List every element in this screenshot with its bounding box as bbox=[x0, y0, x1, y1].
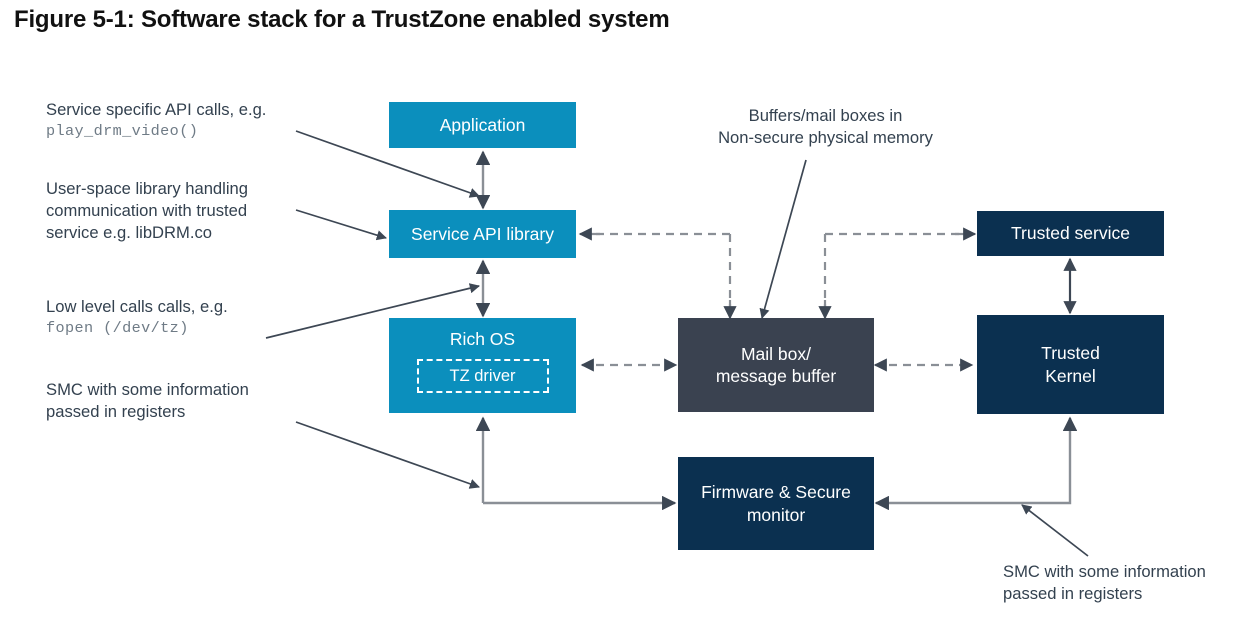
leader-user-space-library bbox=[295, 209, 387, 241]
note-user-space-library-line2: communication with trusted bbox=[46, 200, 248, 220]
note-service-api-calls: Service specific API calls, e.g. play_dr… bbox=[46, 99, 306, 141]
node-mail-box[interactable]: Mail box/ message buffer bbox=[678, 318, 874, 412]
connector-kernel-to-firmware bbox=[874, 416, 1078, 511]
node-rich-os-label: Rich OS bbox=[449, 329, 516, 349]
note-buffers-mailboxes: Buffers/mail boxes in Non-secure physica… bbox=[688, 105, 963, 149]
leader-smc-left bbox=[295, 421, 480, 489]
note-buffers-mailboxes-line2: Non-secure physical memory bbox=[718, 127, 933, 147]
note-service-api-calls-code: play_drm_video() bbox=[46, 121, 199, 140]
node-tz-driver-label: TZ driver bbox=[449, 366, 516, 385]
note-buffers-mailboxes-line1: Buffers/mail boxes in bbox=[748, 106, 903, 125]
note-low-level-calls: Low level calls calls, e.g. fopen (/dev/… bbox=[46, 296, 306, 338]
note-smc-left: SMC with some information passed in regi… bbox=[46, 379, 316, 423]
note-smc-right-line2: passed in registers bbox=[1003, 583, 1143, 603]
node-trusted-kernel[interactable]: Trusted Kernel bbox=[977, 315, 1164, 414]
leader-smc-right bbox=[1021, 504, 1089, 557]
note-user-space-library-line3: service e.g. libDRM.co bbox=[46, 222, 212, 242]
node-trusted-kernel-label-line1: Trusted bbox=[1041, 343, 1100, 364]
node-mail-box-label-line1: Mail box/ bbox=[740, 343, 812, 364]
node-application-label: Application bbox=[439, 114, 526, 135]
connector-dashed-service-api-mailbox bbox=[580, 232, 732, 315]
node-firmware-label-line2: monitor bbox=[746, 504, 806, 525]
note-user-space-library: User-space library handling communicatio… bbox=[46, 178, 306, 244]
node-tz-driver[interactable]: TZ driver bbox=[416, 359, 549, 394]
note-low-level-calls-code: fopen (/dev/tz) bbox=[46, 318, 189, 337]
note-smc-right-line1: SMC with some information bbox=[1003, 562, 1206, 581]
connector-dashed-trusted-service-mailbox bbox=[823, 232, 975, 315]
note-service-api-calls-line1: Service specific API calls, e.g. bbox=[46, 100, 267, 119]
note-smc-left-line1: SMC with some information bbox=[46, 380, 249, 399]
node-trusted-service[interactable]: Trusted service bbox=[977, 211, 1164, 256]
note-smc-left-line2: passed in registers bbox=[46, 401, 186, 421]
leader-buffers-mailboxes bbox=[759, 159, 807, 319]
node-rich-os[interactable]: Rich OS TZ driver bbox=[389, 318, 576, 413]
note-low-level-calls-line1: Low level calls calls, e.g. bbox=[46, 297, 228, 316]
node-application[interactable]: Application bbox=[389, 102, 576, 148]
note-smc-right: SMC with some information passed in regi… bbox=[1003, 561, 1253, 605]
node-firmware-secure-monitor[interactable]: Firmware & Secure monitor bbox=[678, 457, 874, 550]
node-mail-box-label-line2: message buffer bbox=[715, 366, 837, 386]
node-trusted-service-label: Trusted service bbox=[1011, 223, 1130, 244]
figure-title: Figure 5-1: Software stack for a TrustZo… bbox=[14, 6, 670, 33]
node-service-api-library[interactable]: Service API library bbox=[389, 210, 576, 258]
node-service-api-library-label: Service API library bbox=[411, 223, 554, 244]
note-user-space-library-line1: User-space library handling bbox=[46, 179, 248, 198]
node-firmware-label-line1: Firmware & Secure bbox=[701, 482, 851, 503]
node-trusted-kernel-label-line2: Kernel bbox=[1045, 365, 1096, 386]
